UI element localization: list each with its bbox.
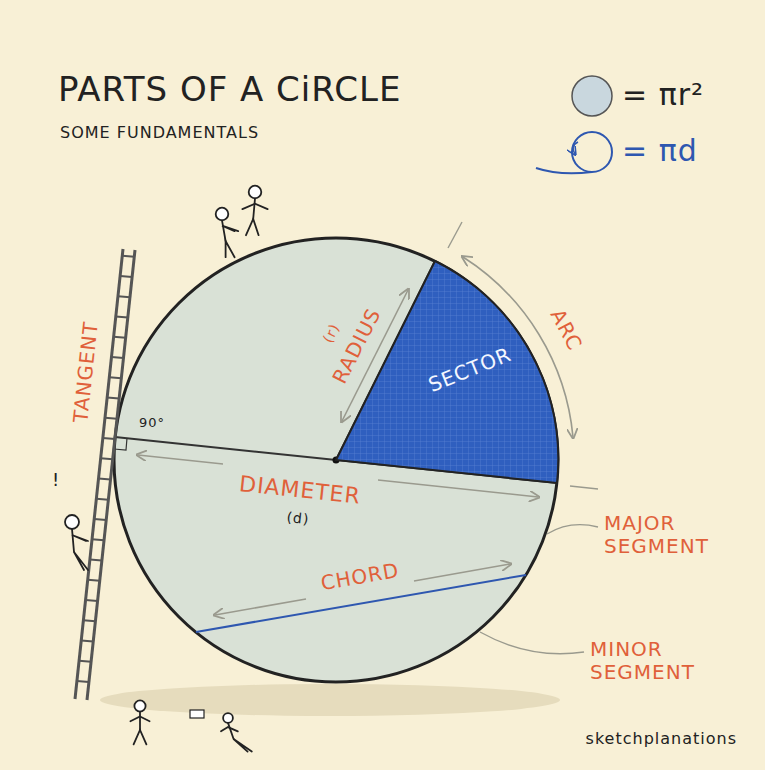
part-name: MINOR SEGMENT [590, 638, 750, 684]
ladder-rung [92, 539, 104, 540]
main-circle [114, 238, 558, 682]
ladder-rung [120, 276, 132, 277]
shadow [100, 684, 560, 716]
ladder-rung [90, 560, 102, 561]
ladder-rung [88, 580, 100, 581]
arc-tick [448, 222, 462, 248]
unroll-arrow [573, 142, 578, 154]
ladder-rung [122, 256, 134, 257]
unrolled-line [536, 168, 592, 173]
part-name: TANGENT [69, 320, 102, 423]
chord-arrow [414, 564, 510, 581]
diameter-arrow [138, 455, 223, 464]
area-icon [572, 76, 612, 116]
stick-figures [65, 186, 268, 752]
part-name: ARC [546, 305, 587, 354]
ladder-rung [111, 357, 123, 358]
ladder-rung [99, 479, 111, 480]
ladder-rung [114, 337, 126, 338]
stick-figure [242, 186, 267, 236]
stick-figure [130, 700, 149, 744]
exclamation: ! [52, 470, 60, 491]
ladder-rung [86, 600, 98, 601]
circumference-formula: = πd [622, 134, 698, 169]
symbol: (d) [286, 509, 310, 527]
leader-line [480, 632, 584, 654]
stick-figure [216, 208, 239, 258]
leader-line [547, 525, 598, 534]
title: PARTS OF A CiRCLE [58, 70, 401, 109]
sector-region: SECTOR [330, 255, 562, 487]
ladder-rung [83, 620, 95, 621]
subtitle: SOME FUNDAMENTALS [60, 124, 259, 142]
ladder-rung [107, 398, 119, 399]
arc-tick [570, 486, 598, 489]
tangent-ladder [75, 249, 135, 700]
ladder-rung [81, 641, 93, 642]
ladder-rung [109, 377, 121, 378]
chord-arrow [215, 599, 306, 615]
ladder-rung [118, 296, 130, 297]
ladder-rung [116, 317, 128, 318]
ladder-rung [79, 661, 91, 662]
ladder-rung [101, 458, 113, 459]
area-formula: = πr² [622, 78, 704, 113]
ladder-rung [94, 519, 106, 520]
part-name: MAJOR SEGMENT [604, 512, 754, 558]
angle-label: 90° [139, 416, 165, 431]
ladder-rung [96, 499, 108, 500]
book [190, 710, 204, 718]
stick-figure [221, 713, 252, 752]
diameter-arrow [378, 480, 538, 497]
ladder-rung [103, 438, 115, 439]
circumference-icon [572, 132, 612, 172]
sector-fill [336, 261, 558, 483]
ladder-rung [105, 418, 117, 419]
watermark: sketchplanations [586, 730, 737, 748]
ladder-rung [77, 681, 89, 682]
stick-figure [65, 515, 88, 570]
